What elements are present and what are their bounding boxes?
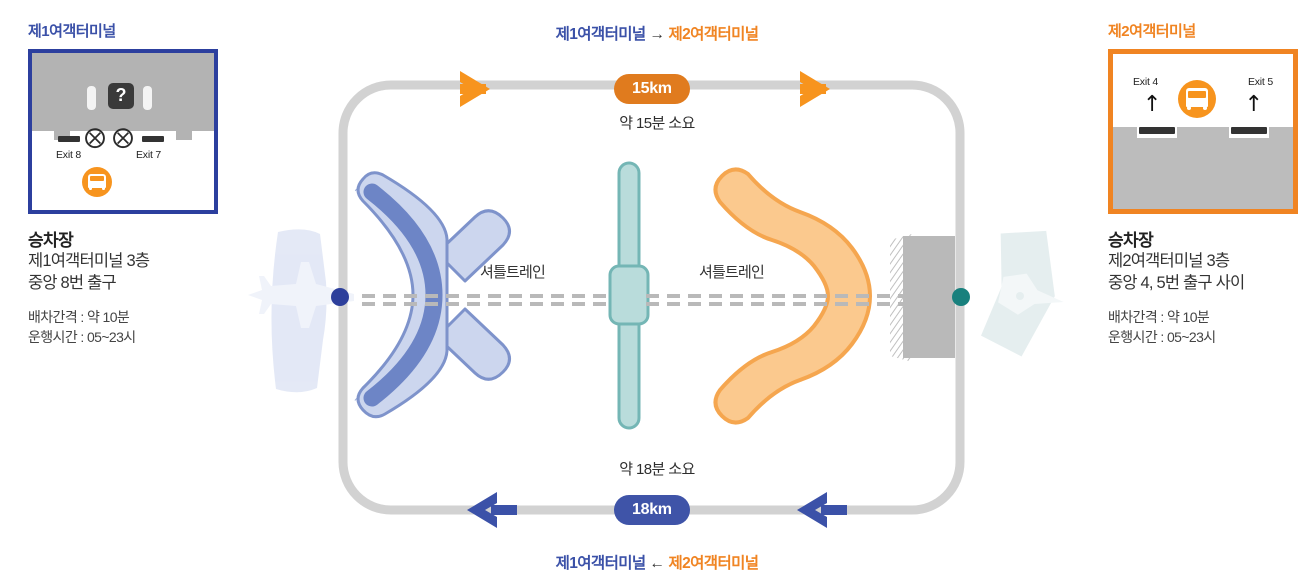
terminal1-caption-heading: 승차장	[28, 231, 74, 250]
terminal1-panel: 제1여객터미널 ? ⨂ ⨂ Exit 8 Exit 7	[28, 0, 233, 347]
shuttle-concourse	[608, 161, 650, 430]
terminal2-exit-right-label: Exit 5	[1247, 76, 1273, 88]
up-arrow-icon-right: ↑	[1244, 92, 1263, 117]
direction-arrow-bottom-right	[797, 492, 847, 528]
terminal2-map-lower-floor	[1113, 127, 1293, 209]
terminal2-panel-title: 제2여객터미널	[1108, 23, 1196, 40]
escalator-icon-right: ⨂	[112, 125, 134, 149]
distance-badge-inbound: 18km	[614, 495, 690, 525]
route-inbound-arrow-icon: ←	[649, 555, 666, 572]
shuttle-train-label-right: 셔틀트레인	[699, 264, 765, 281]
information-icon: ?	[108, 83, 134, 109]
airplane-badge-left	[248, 229, 354, 393]
terminal1-exit-right-label: Exit 7	[136, 149, 162, 161]
information-icon-ring	[108, 83, 134, 109]
route-heading-inbound: 제1여객터미널←제2여객터미널	[0, 551, 1314, 573]
terminal1-map-notch-left	[54, 131, 70, 140]
station-node-t2	[952, 288, 970, 306]
route-outbound-to: 제2여객터미널	[668, 26, 759, 43]
terminal1-caption-line1: 제1여객터미널 3층	[28, 252, 150, 270]
elevator-icon-right	[143, 86, 152, 110]
direction-arrow-top-right	[800, 71, 830, 107]
direction-arrow-bottom-left	[467, 492, 517, 528]
duration-outbound: 약 15분 소요	[619, 115, 695, 132]
duration-inbound: 약 18분 소요	[619, 461, 695, 478]
terminal2-caption-heading: 승차장	[1108, 231, 1154, 250]
route-heading-outbound: 제1여객터미널→제2여객터미널	[0, 22, 1314, 44]
elevator-icon-left	[87, 86, 96, 110]
terminal2-platform-bar-left	[1139, 127, 1175, 134]
distance-badge-outbound: 15km	[614, 74, 690, 104]
terminal1-interval-note: 배차간격 : 약 10분	[28, 308, 130, 325]
terminal2-hours-note: 운행시간 : 05~23시	[1108, 329, 1216, 346]
airplane-badge-right	[981, 230, 1064, 357]
terminal1-panel-title: 제1여객터미널	[28, 23, 116, 40]
route-inbound-from: 제2여객터미널	[668, 555, 759, 572]
bus-icon	[1178, 80, 1216, 118]
terminal2-map: Exit 4 Exit 5 ↑ ↑	[1108, 49, 1298, 214]
platform-bar-right	[142, 136, 164, 142]
terminal2-caption-line2: 중앙 4, 5번 출구 사이	[1108, 273, 1245, 292]
terminal2-caption-line1: 제2여객터미널 3층	[1108, 252, 1230, 270]
terminal1-building	[354, 171, 511, 419]
bus-icon	[82, 167, 112, 197]
up-arrow-icon-left: ↑	[1143, 92, 1162, 117]
escalator-icon-left: ⨂	[84, 125, 106, 149]
terminal2-notes: 배차간격 : 약 10분 운행시간 : 05~23시	[1108, 307, 1313, 348]
terminal2-exit-left-label: Exit 4	[1133, 76, 1159, 88]
route-outbound-from: 제1여객터미널	[555, 26, 647, 43]
terminal2-platform-bar-right	[1231, 127, 1267, 134]
terminal2-panel: 제2여객터미널 Exit 4 Exit 5 ↑ ↑ 승차장 제2여객터미널 3층	[1108, 0, 1313, 347]
station-node-t1	[331, 288, 349, 306]
terminal1-notes: 배차간격 : 약 10분 운행시간 : 05~23시	[28, 307, 233, 348]
platform-bar-left	[58, 136, 80, 142]
terminal2-interval-note: 배차간격 : 약 10분	[1108, 308, 1210, 325]
terminal1-exit-left-label: Exit 8	[56, 149, 82, 161]
shuttle-train-label-left: 셔틀트레인	[480, 264, 546, 281]
terminal1-map-notch-right	[176, 131, 192, 140]
route-outbound-arrow-icon: →	[649, 26, 666, 43]
terminal1-hours-note: 운행시간 : 05~23시	[28, 329, 136, 346]
route-inbound-to: 제1여객터미널	[555, 555, 647, 572]
direction-arrow-top-left	[460, 71, 490, 107]
terminal1-caption-line2: 중앙 8번 출구	[28, 273, 117, 292]
terminal1-map: ? ⨂ ⨂ Exit 8 Exit 7	[28, 49, 218, 214]
